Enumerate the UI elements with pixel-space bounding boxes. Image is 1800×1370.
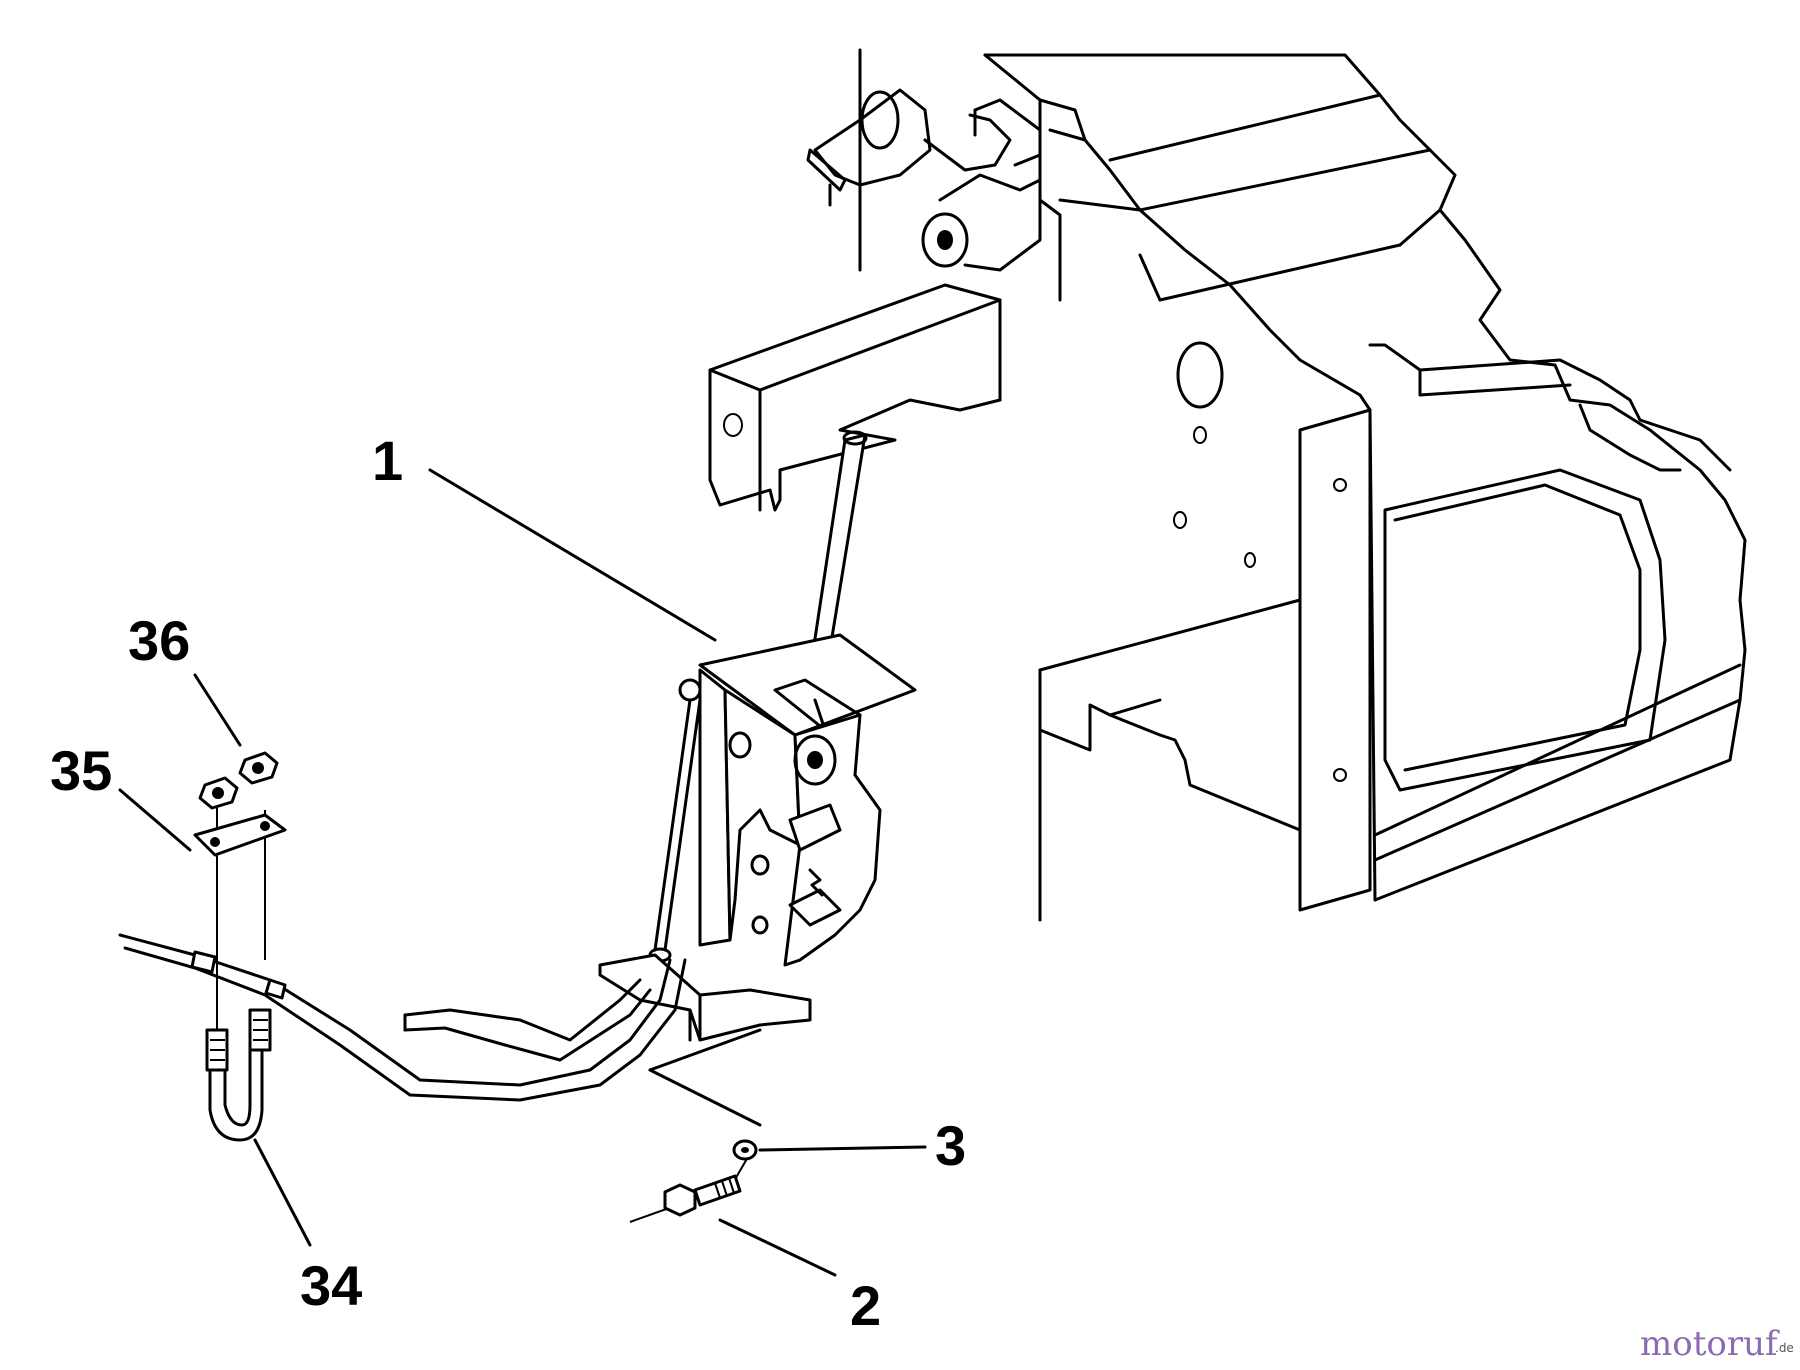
- leader-line-35: [118, 788, 192, 852]
- top-switch-assembly: [806, 48, 1042, 272]
- frame-chassis: [983, 53, 1747, 922]
- shift-lever-assembly: [598, 430, 917, 1127]
- leader-lines: [118, 468, 927, 1277]
- clamp-plate: [193, 813, 287, 857]
- leader-line-2: [718, 1218, 837, 1277]
- callout-34: 34: [300, 1254, 362, 1317]
- callout-1: 1: [372, 429, 403, 492]
- callout-3: 3: [935, 1114, 966, 1177]
- callout-2: 2: [850, 1274, 881, 1337]
- callout-36: 36: [128, 609, 190, 672]
- bolt-and-washer: [629, 1139, 758, 1223]
- leader-line-36: [193, 673, 242, 747]
- callout-35: 35: [50, 739, 112, 802]
- watermark-logo: motoruf .de: [1640, 1324, 1794, 1364]
- leader-line-34: [253, 1138, 312, 1247]
- watermark-brand: motoruf: [1640, 1324, 1780, 1364]
- leader-line-1: [428, 468, 717, 642]
- watermark-tld: .de: [1775, 1341, 1794, 1355]
- control-cables: [118, 933, 687, 1102]
- leader-line-3: [758, 1145, 927, 1152]
- hex-nuts: [198, 751, 279, 810]
- mounting-bracket: [708, 283, 1002, 512]
